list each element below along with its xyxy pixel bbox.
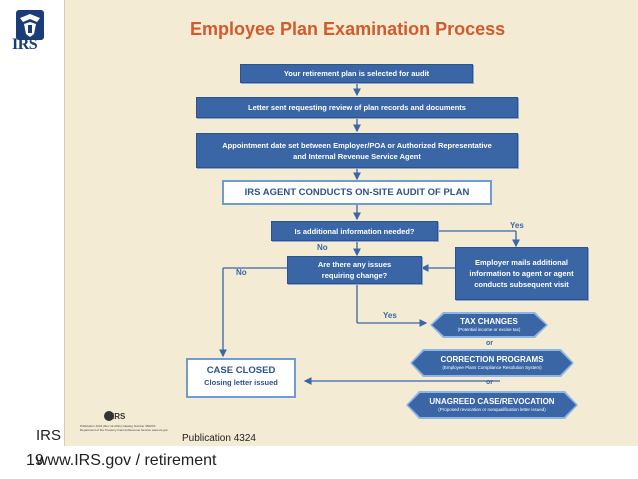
publisher-logo-text: IRS	[112, 412, 126, 421]
decision-additional-info: Is additional information needed?	[271, 221, 438, 241]
label-no-issues: No	[236, 268, 247, 277]
footer-publication: Publication 4324	[182, 433, 256, 444]
step-onsite-audit: IRS AGENT CONDUCTS ON-SITE AUDIT OF PLAN	[222, 180, 492, 205]
step-appointment-set: Appointment date set between Employer/PO…	[196, 133, 518, 168]
outcome-tax-sub: (Potential income or excise tax)	[457, 327, 521, 332]
footer-agency: IRS	[36, 427, 62, 444]
outcome-correction-sub: (Employee Plans Compliance Resolution Sy…	[442, 365, 542, 370]
slide-number: 19	[26, 452, 44, 469]
irs-logo-text: IRS	[12, 36, 38, 53]
outcome-tax-title: TAX CHANGES	[460, 317, 518, 326]
outcome-unagreed-case: UNAGREED CASE/REVOCATION (Proposed revoc…	[408, 393, 576, 417]
step-employer-mails-info: Employer mails additional information to…	[455, 247, 588, 300]
eagle-icon	[104, 411, 114, 421]
outcome-tax-changes: TAX CHANGES (Potential income or excise …	[432, 314, 546, 336]
outcome-unagreed-sub: (Proposed revocation or nonqualification…	[438, 407, 546, 412]
footer-url: www.IRS.gov / retirement	[36, 452, 217, 469]
poster-title: Employee Plan Examination Process	[190, 19, 506, 39]
label-no-additional: No	[317, 243, 328, 252]
publisher-block: IRS Publication 4324 (Rev 11-2011) Catal…	[80, 410, 170, 442]
step-letter-sent: Letter sent requesting review of plan re…	[196, 97, 518, 118]
case-closed-subtitle: Closing letter issued	[204, 378, 278, 387]
decision-issues-requiring-change: Are there any issues requiring change?	[287, 256, 422, 284]
outcome-correction-programs: CORRECTION PROGRAMS (Employee Plans Comp…	[412, 351, 572, 375]
case-closed-box: CASE CLOSED Closing letter issued	[186, 358, 296, 398]
outcome-correction-title: CORRECTION PROGRAMS	[440, 355, 544, 364]
step-selected-for-audit: Your retirement plan is selected for aud…	[240, 64, 473, 83]
or-label-2: or	[486, 379, 493, 386]
eagle-icon	[16, 10, 44, 40]
publisher-fine-print: Publication 4324 (Rev 11-2011) Catalog N…	[80, 424, 168, 432]
or-label-1: or	[486, 340, 493, 347]
label-yes-additional: Yes	[510, 221, 524, 230]
sidebar: IRS	[0, 0, 62, 479]
case-closed-title: CASE CLOSED	[206, 365, 276, 376]
label-yes-issues: Yes	[383, 311, 397, 320]
irs-eagle-logo	[10, 8, 50, 60]
outcome-unagreed-title: UNAGREED CASE/REVOCATION	[429, 397, 555, 406]
